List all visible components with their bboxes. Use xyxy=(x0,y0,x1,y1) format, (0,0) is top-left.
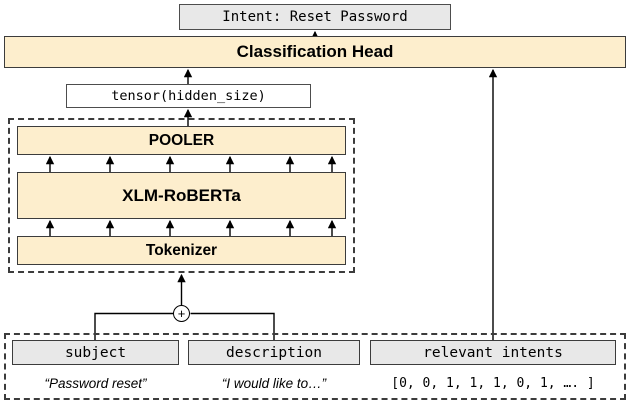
xlm-roberta-box: XLM-RoBERTa xyxy=(17,172,346,219)
input-field-subject: subject xyxy=(12,340,179,365)
merge-plus-icon: + xyxy=(173,305,190,322)
intent-output-label: Intent: Reset Password xyxy=(222,9,408,25)
input-field-subject-label: subject xyxy=(64,344,127,361)
input-field-relevant-intents-label: relevant intents xyxy=(423,344,563,361)
input-group-container xyxy=(4,333,626,400)
intent-output-box: Intent: Reset Password xyxy=(179,4,451,30)
classification-head-box: Classification Head xyxy=(4,36,626,68)
input-value-description: “I would like to…” xyxy=(188,372,360,394)
tensor-label-box: tensor(hidden_size) xyxy=(66,84,311,108)
classification-head-label: Classification Head xyxy=(236,42,394,61)
merge-plus-symbol: + xyxy=(177,306,186,321)
input-field-description-label: description xyxy=(225,344,323,361)
input-value-description-text: “I would like to…” xyxy=(221,375,327,391)
input-field-relevant-intents: relevant intents xyxy=(370,340,616,365)
tokenizer-box: Tokenizer xyxy=(17,236,346,265)
xlm-roberta-label: XLM-RoBERTa xyxy=(122,185,241,205)
input-field-description: description xyxy=(188,340,360,365)
pooler-label: POOLER xyxy=(148,131,215,149)
tokenizer-label: Tokenizer xyxy=(145,241,218,259)
encoder-group-container xyxy=(8,118,355,273)
pooler-box: POOLER xyxy=(17,126,346,155)
input-value-subject: “Password reset” xyxy=(12,372,179,394)
input-value-subject-text: “Password reset” xyxy=(44,375,147,391)
input-value-relevant-intents: [0, 0, 1, 1, 1, 0, 1, …. ] xyxy=(370,372,616,394)
tensor-label-text: tensor(hidden_size) xyxy=(111,88,266,104)
input-value-relevant-intents-text: [0, 0, 1, 1, 1, 0, 1, …. ] xyxy=(391,375,595,391)
